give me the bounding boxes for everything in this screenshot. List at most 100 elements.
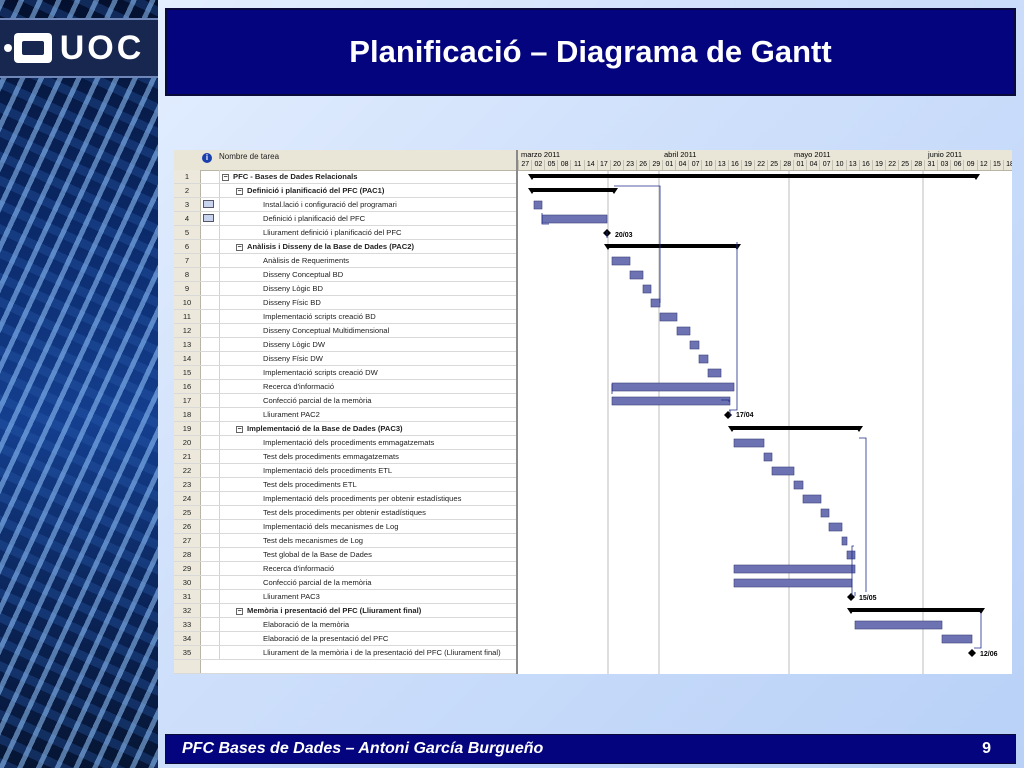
task-id: 11	[174, 310, 201, 323]
task-bar	[820, 508, 830, 518]
task-name: Disseny Lògic DW	[263, 340, 326, 349]
task-bar	[733, 578, 853, 588]
indicator-cell	[200, 380, 220, 393]
task-name-header: Nombre de tarea	[219, 152, 280, 161]
task-name: −Memòria i presentació del PFC (Lliurame…	[236, 606, 422, 615]
day-label: 05	[544, 160, 558, 170]
day-label: 03	[937, 160, 951, 170]
task-name: Lliurament de la memòria i de la present…	[263, 648, 501, 657]
day-label: 28	[780, 160, 794, 170]
task-bar	[541, 214, 608, 224]
task-bar	[611, 256, 631, 266]
day-label: 13	[714, 160, 729, 170]
summary-end-left	[528, 188, 536, 194]
task-id: 3	[174, 198, 201, 211]
summary-bar	[532, 188, 614, 192]
day-label: 28	[911, 160, 925, 170]
collapse-icon[interactable]: −	[222, 173, 229, 181]
task-id: 27	[174, 534, 201, 547]
task-name: Disseny Conceptual BD	[263, 270, 344, 279]
table-row[interactable]: 1−PFC - Bases de Dades Relacionals	[174, 170, 516, 184]
task-name: Definició i planificació del PFC	[263, 214, 366, 223]
task-bar	[629, 270, 644, 280]
collapse-icon[interactable]: −	[236, 243, 243, 251]
indicator-cell	[200, 604, 220, 617]
dependency-line	[614, 185, 661, 303]
indicator-cell	[200, 226, 220, 239]
task-id: 30	[174, 576, 201, 589]
table-row[interactable]: 6−Anàlisis i Disseny de la Base de Dades…	[174, 240, 516, 254]
task-id: 26	[174, 520, 201, 533]
task-name: Anàlisis de Requeriments	[263, 256, 350, 265]
task-id: 2	[174, 184, 201, 197]
task-name: Disseny Físic BD	[263, 298, 321, 307]
indicator-cell	[200, 366, 220, 379]
task-id: 12	[174, 324, 201, 337]
milestone-date-label: 17/04	[736, 412, 754, 419]
info-icon: i	[202, 153, 212, 163]
table-row[interactable]: 2−Definició i planificació del PFC (PAC1…	[174, 184, 516, 198]
day-label: 01	[793, 160, 807, 170]
task-name: Recerca d'informació	[263, 382, 335, 391]
task-id: 17	[174, 394, 201, 407]
indicator-cell	[200, 184, 220, 197]
table-row[interactable]: 17 Confecció parcial de la memòria	[174, 394, 516, 408]
task-name: Implementació dels mecanismes de Log	[263, 522, 399, 531]
task-id: 6	[174, 240, 201, 253]
month-label: marzo 2011	[521, 150, 561, 159]
collapse-icon[interactable]: −	[236, 607, 243, 615]
task-id: 19	[174, 422, 201, 435]
uoc-logo: UOC	[0, 18, 158, 78]
indicator-cell	[200, 562, 220, 575]
table-row[interactable]: 19 −Implementació de la Base de Dades (PA…	[174, 422, 516, 436]
split-bar[interactable]	[516, 150, 518, 674]
summary-end-right	[610, 188, 618, 194]
table-row[interactable]: 26 Implementació dels mecanismes de Log	[174, 520, 516, 534]
indicator-cell	[200, 408, 220, 421]
table-row[interactable]: 32−Memòria i presentació del PFC (Lliura…	[174, 604, 516, 618]
task-id	[174, 660, 201, 673]
day-label: 27	[518, 160, 532, 170]
task-name: −Implementació de la Base de Dades (PAC3…	[236, 424, 403, 433]
collapse-icon[interactable]: −	[236, 425, 243, 433]
collapse-icon[interactable]: −	[236, 187, 243, 195]
task-id: 1	[174, 170, 201, 183]
task-id: 35	[174, 646, 201, 659]
table-row[interactable]: 35 Lliurament de la memòria i de la prese…	[174, 646, 516, 660]
task-id: 25	[174, 506, 201, 519]
task-name: Confecció parcial de la memòria	[263, 396, 372, 405]
day-label: 18	[1002, 160, 1012, 170]
day-label: 15	[989, 160, 1004, 170]
dependency-line	[729, 242, 738, 411]
indicator-cell	[200, 436, 220, 449]
day-label: 08	[557, 160, 571, 170]
